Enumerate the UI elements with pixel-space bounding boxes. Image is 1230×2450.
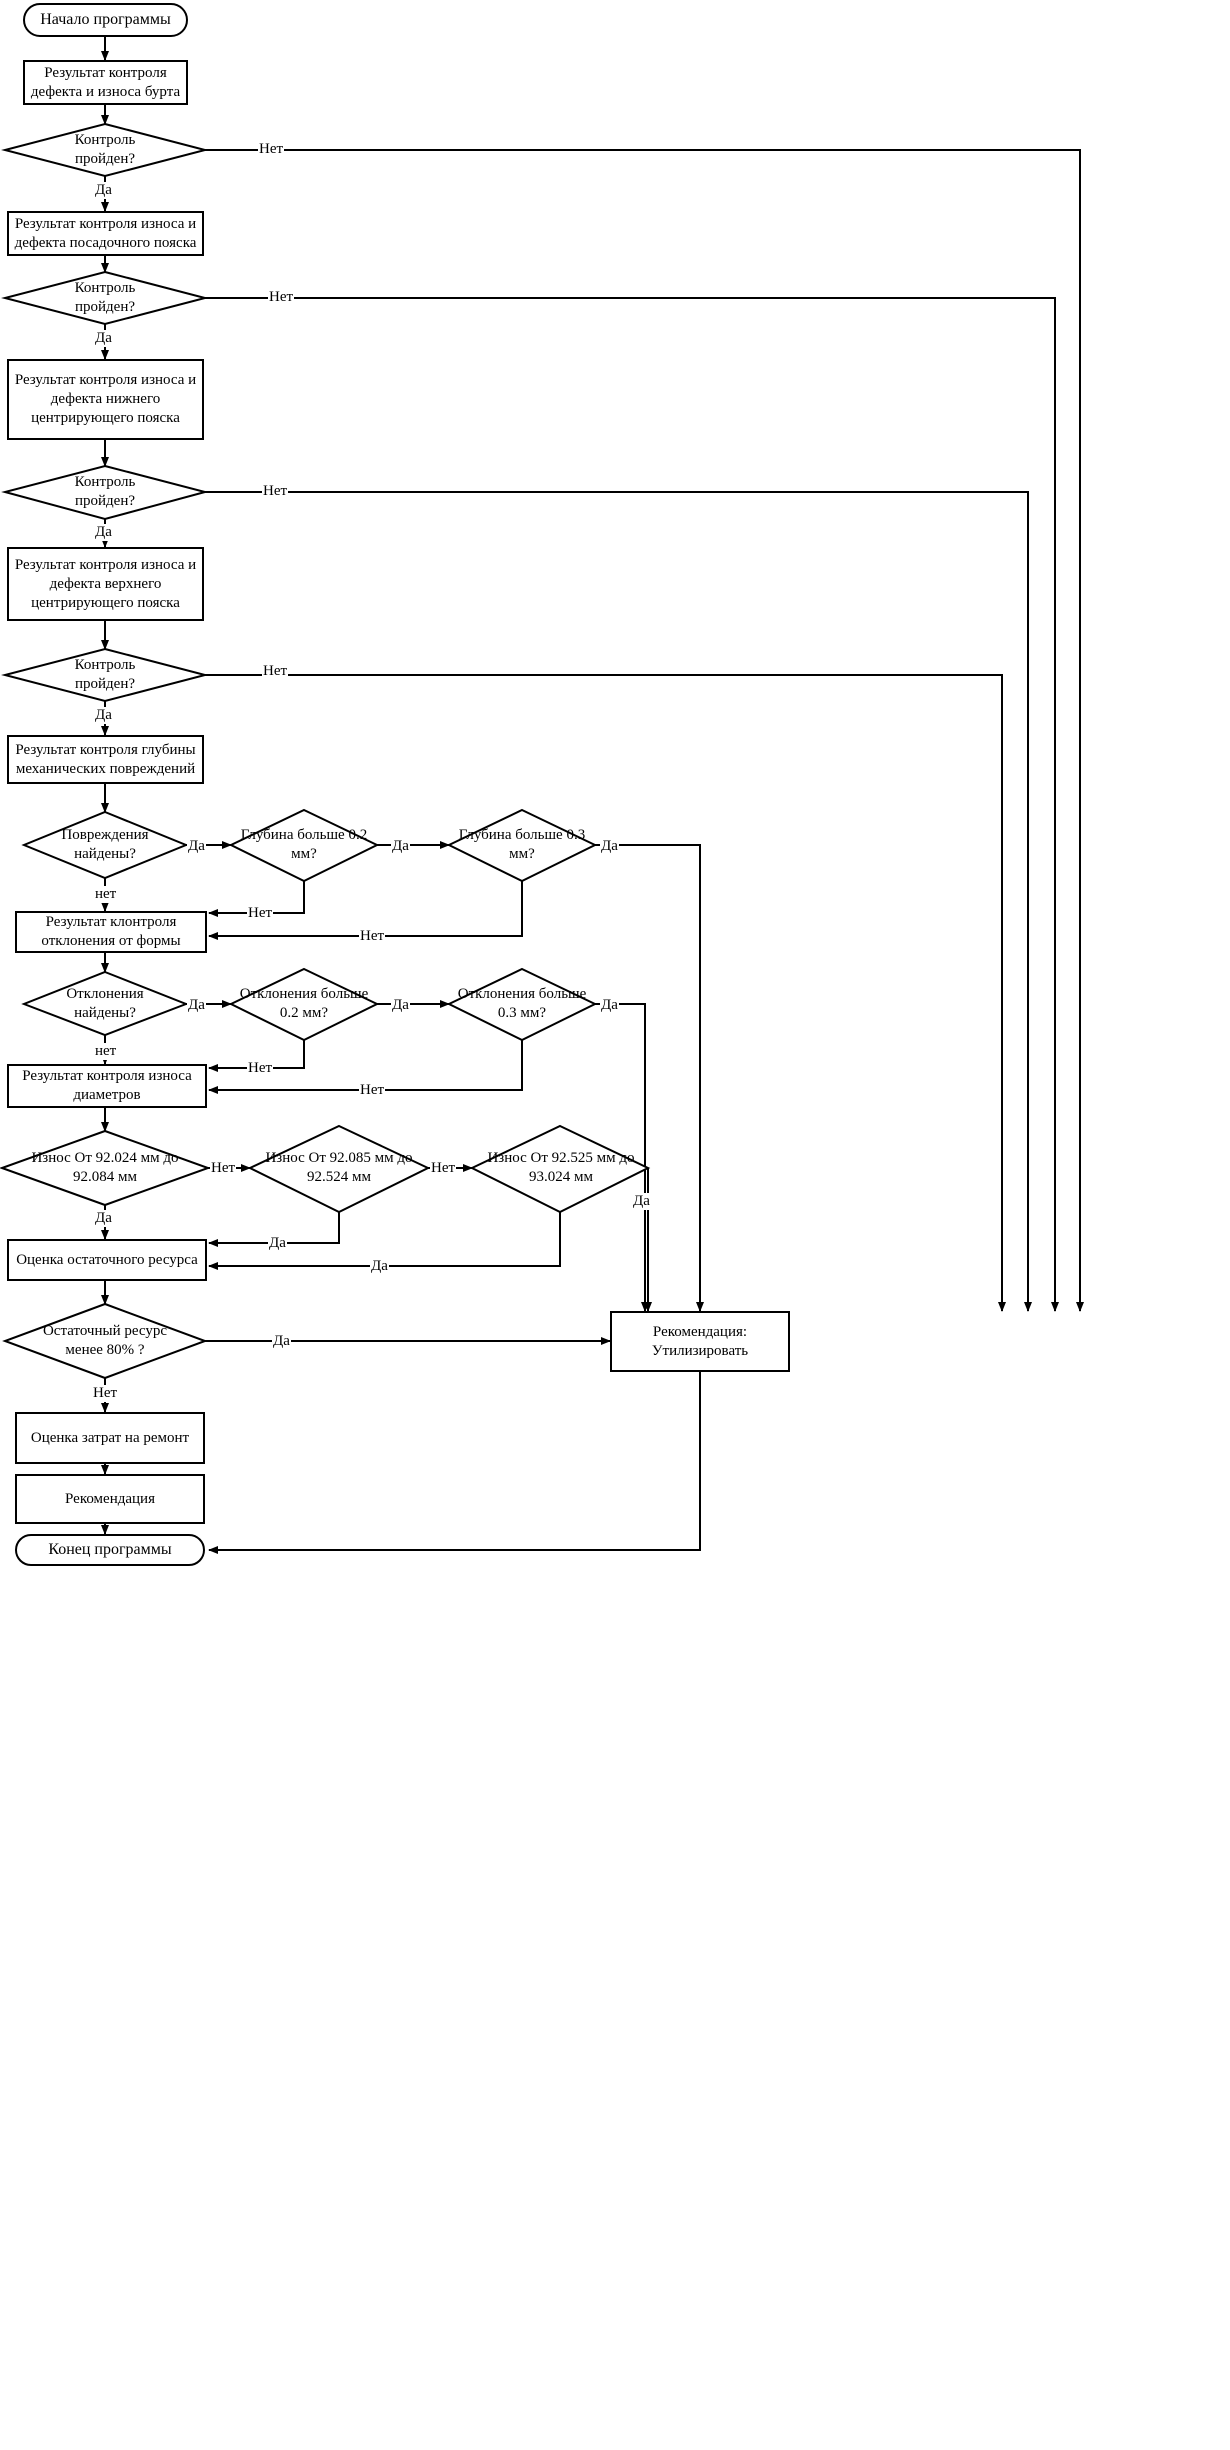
node-recommendation-utilize[interactable]: Рекомендация: Утилизировать [610, 1311, 790, 1372]
node-check-burt-label: Результат контроля дефекта и износа бурт… [30, 64, 181, 100]
edge-label-no-d5b: Нет [359, 928, 386, 945]
node-utilize-label: Рекомендация: Утилизировать [651, 1323, 749, 1359]
node-repair-cost-assessment[interactable]: Оценка затрат на ремонт [15, 1412, 205, 1464]
node-check-seat-belt-label: Результат контроля износа и дефекта поса… [14, 215, 197, 251]
edge-label-no-d2: Нет [268, 289, 295, 306]
node-end[interactable]: Конец программы [15, 1534, 205, 1566]
edge-label-yes-d7b-left: Да [370, 1258, 389, 1275]
node-check-lower-centering-label: Результат контроля износа и дефекта нижн… [14, 372, 197, 426]
edge-label-yes-d8: Да [272, 1333, 291, 1350]
edge-label-yes-d1: Да [94, 182, 113, 199]
edge-label-yes-d3: Да [94, 524, 113, 541]
edge-label-yes-d2: Да [94, 330, 113, 347]
node-diameter-wear-label: Результат контроля износа диаметров [22, 1068, 192, 1103]
edge-label-no-d6a: Нет [247, 1060, 274, 1077]
edge-label-no-d6: нет [94, 1043, 118, 1060]
node-recommendation-label: Рекомендация [65, 1490, 155, 1507]
edge-label-no-d6b: Нет [359, 1082, 386, 1099]
node-recommendation[interactable]: Рекомендация [15, 1474, 205, 1524]
edge-label-no-d4: Нет [262, 663, 289, 680]
edge-label-no-d5a: Нет [247, 905, 274, 922]
edge-label-nо-d5: нет [94, 886, 118, 903]
node-remaining-life-label: Оценка остаточного ресурса [16, 1251, 198, 1268]
node-check-upper-centering-result[interactable]: Результат контроля износа и дефекта верх… [7, 547, 204, 621]
node-remaining-life-assessment[interactable]: Оценка остаточного ресурса [7, 1239, 207, 1281]
node-end-label: Конец программы [48, 1541, 172, 1558]
edge-label-yes-d4: Да [94, 707, 113, 724]
edge-label-yes-d5b: Да [600, 838, 619, 855]
node-form-deviation-label: Результат клонтроля отклонения от формы [41, 914, 181, 949]
edge-label-yes-d7: Да [94, 1210, 113, 1227]
node-check-mech-damage-label: Результат контроля глубины механических … [15, 741, 196, 777]
node-form-deviation-result[interactable]: Результат клонтроля отклонения от формы [15, 911, 207, 953]
node-check-lower-centering-result[interactable]: Результат контроля износа и дефекта нижн… [7, 359, 204, 440]
edge-label-yes-d7a: Да [268, 1235, 287, 1252]
node-check-seat-belt-result[interactable]: Результат контроля износа и дефекта поса… [7, 211, 204, 256]
edge-label-no-d3: Нет [262, 483, 289, 500]
node-check-mech-damage-depth-result[interactable]: Результат контроля глубины механических … [7, 735, 204, 784]
node-diameter-wear-result[interactable]: Результат контроля износа диаметров [7, 1064, 207, 1108]
edge-label-no-d7: Нет [210, 1160, 237, 1177]
edge-label-yes-d5: Да [187, 838, 206, 855]
node-check-burt-result[interactable]: Результат контроля дефекта и износа бурт… [23, 60, 188, 105]
edge-label-yes-d6b: Да [600, 997, 619, 1014]
edge-label-yes-d6: Да [187, 997, 206, 1014]
edge-label-no-d7a: Нет [430, 1160, 457, 1177]
edge-label-yes-d7b-right: Да [632, 1193, 651, 1210]
node-repair-cost-label: Оценка затрат на ремонт [30, 1429, 190, 1446]
edge-label-no-d8: Нет [92, 1385, 119, 1402]
node-check-upper-centering-label: Результат контроля износа и дефекта верх… [14, 556, 197, 611]
edge-label-yes-d5a: Да [391, 838, 410, 855]
node-start[interactable]: Начало программы [23, 3, 188, 37]
edge-label-no-d1: Нет [258, 141, 285, 158]
edge-label-yes-d6a: Да [391, 997, 410, 1014]
node-start-label: Начало программы [40, 11, 171, 28]
